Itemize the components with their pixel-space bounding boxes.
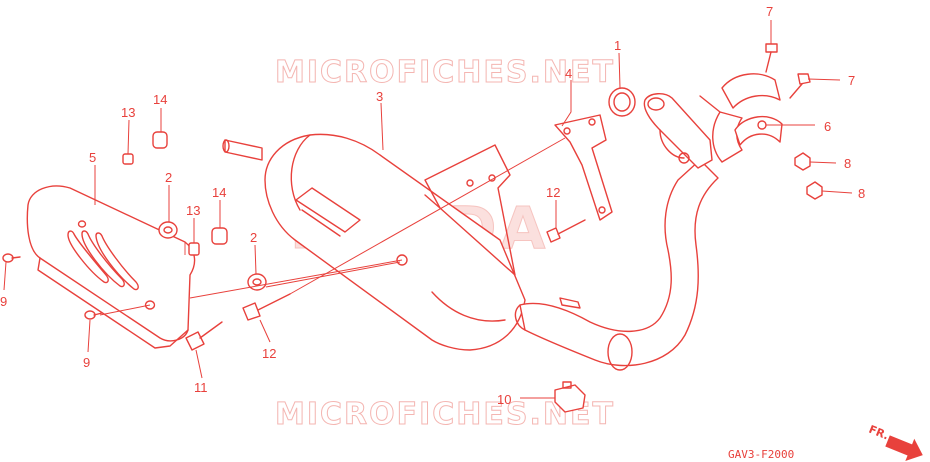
diagram-code: GAV3-F2000 [728,448,794,461]
callout-7-top: 7 [766,4,773,19]
bolt-7-right [789,73,811,99]
grommet-14-bottom [211,227,228,245]
callout-1: 1 [614,38,621,53]
callout-3: 3 [376,89,383,104]
callout-8-top: 8 [844,156,851,171]
joint-collar [699,73,783,163]
callout-11: 11 [194,380,208,395]
exhaust-pipe [514,93,719,371]
direction-label: FR. [867,423,891,443]
callout-9-left: 9 [0,294,7,309]
bolt-12-right [546,219,586,243]
screw-9-left [2,253,21,263]
watermark-top: MICROFICHES.NET [275,55,615,90]
collar-13-bottom [188,242,200,256]
grommet-2-top [158,221,178,239]
bracket [554,114,613,221]
collar-13-top [122,153,134,165]
callout-6: 6 [824,119,831,134]
callout-5: 5 [89,150,96,165]
muffler [222,133,581,351]
nut-8-bottom [806,181,823,200]
callout-14-top: 14 [153,92,167,107]
callout-12-left: 12 [262,346,276,361]
leader-lines [3,20,853,399]
bolt-7-top [765,43,778,73]
heat-shield [26,185,196,349]
callout-12-right: 12 [546,185,560,200]
gasket [608,87,636,117]
callout-2-top: 2 [165,170,172,185]
callout-9-bottom: 9 [83,355,90,370]
grommet-2-bottom [247,273,267,291]
callout-2-bottom: 2 [250,230,257,245]
clip-10 [554,381,586,413]
callout-10: 10 [497,392,511,407]
bolt-11 [185,321,223,351]
callout-13-top: 13 [121,105,135,120]
screw-9-bottom [84,310,103,320]
callout-13-bottom: 13 [186,203,200,218]
callout-8-bottom: 8 [858,186,865,201]
front-direction-arrow-icon [885,435,923,462]
nut-8-top [794,152,811,171]
callout-7-right: 7 [848,73,855,88]
bolt-12-left [242,293,291,321]
grommet-14-top [152,131,168,149]
callout-4: 4 [565,66,572,81]
callout-14-bottom: 14 [212,185,226,200]
